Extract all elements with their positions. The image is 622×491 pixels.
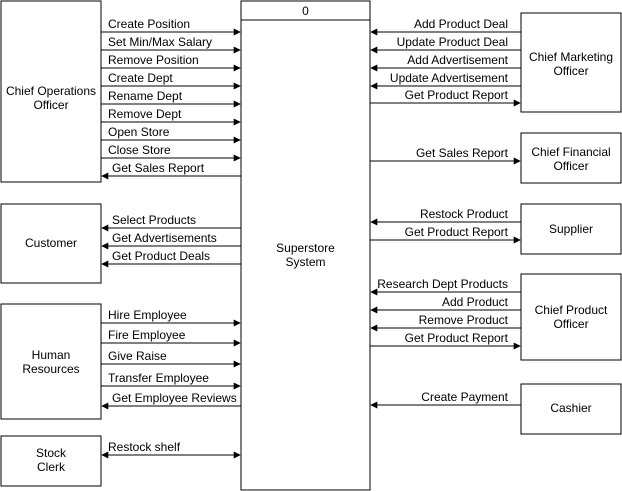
entity-cpo: [520, 273, 622, 361]
flow-label-close-store: Close Store: [108, 143, 171, 157]
entity-stock-clerk: [0, 435, 102, 487]
entity-label: Officer: [553, 64, 588, 78]
flow-label-hire-employee: Hire Employee: [108, 308, 187, 322]
flow-label-add-advertisement: Add Advertisement: [407, 53, 508, 67]
flow-label-fire-employee: Fire Employee: [108, 328, 186, 342]
entity-coo: [0, 0, 102, 183]
flow-label-add-product-deal: Add Product Deal: [414, 17, 508, 31]
superstore-system-process: [240, 0, 371, 491]
entity-supplier: [520, 203, 622, 255]
entity-label: Cashier: [550, 401, 591, 415]
entity-label: Customer: [25, 236, 77, 250]
flow-label-add-product: Add Product: [442, 295, 509, 309]
entity-hr: [0, 303, 102, 420]
flow-label-create-payment: Create Payment: [421, 390, 508, 404]
flow-label-open-store: Open Store: [108, 125, 170, 139]
flow-label-get-employee-reviews: Get Employee Reviews: [112, 391, 237, 405]
flow-label-research-dept-products: Research Dept Products: [377, 277, 508, 291]
entity-label: Officer: [553, 159, 588, 173]
entity-label: Chief Marketing: [529, 50, 613, 64]
flow-label-update-product-deal: Update Product Deal: [397, 35, 508, 49]
process-name: System: [285, 255, 325, 269]
entity-label: Chief Product: [535, 303, 608, 317]
entity-label: Chief Financial: [531, 145, 610, 159]
flow-label-transfer-employee: Transfer Employee: [108, 371, 209, 385]
entity-label: Human: [32, 348, 71, 362]
flow-label-remove-position: Remove Position: [108, 53, 199, 67]
flow-label-get-product-report: Get Product Report: [405, 88, 509, 102]
entity-label: Stock: [36, 446, 67, 460]
flow-label-update-advertisement: Update Advertisement: [390, 71, 509, 85]
process-name: Superstore: [276, 241, 335, 255]
flow-label-restock-product: Restock Product: [420, 207, 509, 221]
entity-cfo: [520, 132, 622, 184]
flow-label-get-product-report: Get Product Report: [405, 225, 509, 239]
process-number: 0: [302, 4, 309, 18]
entity-cashier: [520, 383, 622, 435]
flow-label-give-raise: Give Raise: [108, 349, 167, 363]
entity-label: Officer: [33, 98, 68, 112]
entity-label: Officer: [553, 317, 588, 331]
flow-label-get-sales-report: Get Sales Report: [416, 146, 509, 160]
flow-label-get-advertisements: Get Advertisements: [112, 231, 217, 245]
flow-label-create-position: Create Position: [108, 17, 190, 31]
flow-label-remove-product: Remove Product: [419, 313, 509, 327]
entity-label: Resources: [22, 362, 79, 376]
flow-label-create-dept: Create Dept: [108, 71, 173, 85]
flow-label-select-products: Select Products: [112, 213, 196, 227]
flow-label-get-product-report: Get Product Report: [405, 331, 509, 345]
flow-label-get-product-deals: Get Product Deals: [112, 249, 210, 263]
flow-label-get-sales-report: Get Sales Report: [112, 161, 205, 175]
entity-label: Supplier: [549, 222, 593, 236]
flow-label-restock-shelf: Restock shelf: [108, 440, 181, 454]
entity-cmo: [520, 12, 622, 113]
flow-label-remove-dept: Remove Dept: [108, 107, 182, 121]
entity-label: Chief Operations: [6, 84, 96, 98]
flow-label-set-min-max-salary: Set Min/Max Salary: [108, 35, 212, 49]
entity-customer: [0, 203, 102, 284]
flow-label-rename-dept: Rename Dept: [108, 89, 183, 103]
entity-label: Clerk: [37, 460, 66, 474]
